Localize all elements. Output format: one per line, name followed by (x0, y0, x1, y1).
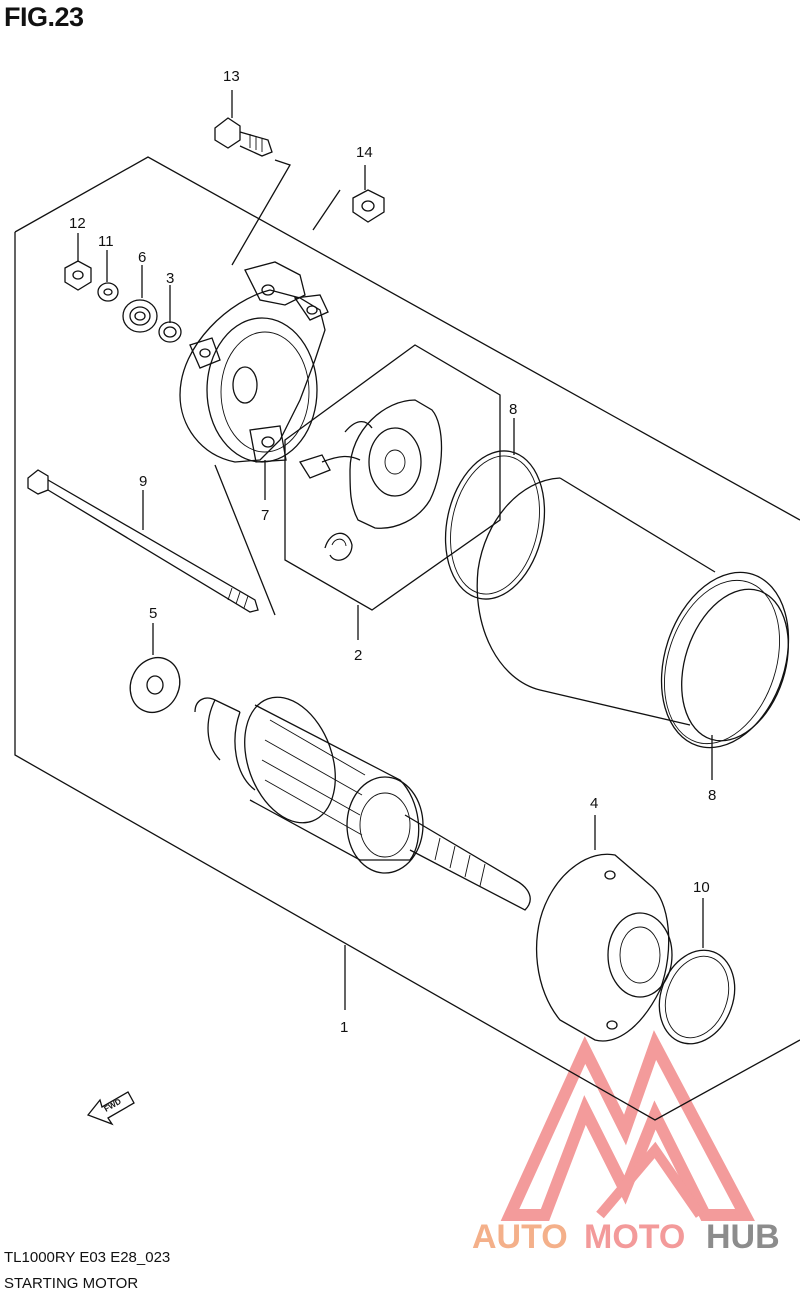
callout-8-lower: 8 (708, 787, 716, 804)
callout-13: 13 (223, 68, 240, 85)
washer-5 (129, 657, 181, 713)
bolt-13 (214, 117, 273, 157)
callout-6: 6 (138, 249, 146, 266)
brush-holder-frame (284, 344, 501, 611)
watermark-auto: AUTO (472, 1218, 568, 1256)
callout-14: 14 (356, 144, 373, 161)
callout-3: 3 (166, 270, 174, 287)
armature-1 (194, 696, 531, 911)
callout-5: 5 (149, 605, 157, 622)
oring-10 (658, 949, 736, 1045)
washer-11 (97, 282, 119, 302)
long-bolt-9 (27, 469, 259, 613)
nut-14 (352, 189, 385, 223)
watermark-text: AUTO MOTO HUB (472, 1218, 780, 1256)
callout-2: 2 (354, 647, 362, 664)
oring-8-upper (444, 450, 546, 600)
assembly-frame (14, 156, 800, 1121)
yoke-case (476, 477, 790, 749)
oring-3 (158, 321, 182, 343)
callout-8-upper: 8 (509, 401, 517, 418)
fwd-arrow-icon: FWD (86, 1091, 135, 1126)
figure-title: FIG.23 (4, 2, 84, 32)
callout-12: 12 (69, 215, 86, 232)
nut-12 (64, 260, 92, 291)
callout-11: 11 (98, 233, 114, 250)
watermark-logo (500, 1030, 755, 1221)
watermark-moto: MOTO (584, 1218, 685, 1256)
callout-labels: 13 14 12 11 6 3 8 9 7 5 2 8 4 10 1 (69, 68, 716, 1036)
callout-4: 4 (590, 795, 598, 812)
brush-holder (299, 399, 443, 561)
seal-6 (122, 299, 158, 333)
front-cover-4 (536, 853, 673, 1042)
callout-1: 1 (340, 1019, 348, 1036)
callout-9: 9 (139, 473, 147, 490)
callout-7: 7 (261, 507, 269, 524)
end-cover (179, 261, 329, 463)
watermark-hub: HUB (706, 1218, 780, 1256)
callout-10: 10 (693, 879, 710, 896)
leader-lines (77, 90, 713, 1010)
footer-code: TL1000RY E03 E28_023 (4, 1249, 171, 1266)
footer-caption: STARTING MOTOR (4, 1275, 139, 1292)
oring-8-lower (681, 588, 789, 742)
